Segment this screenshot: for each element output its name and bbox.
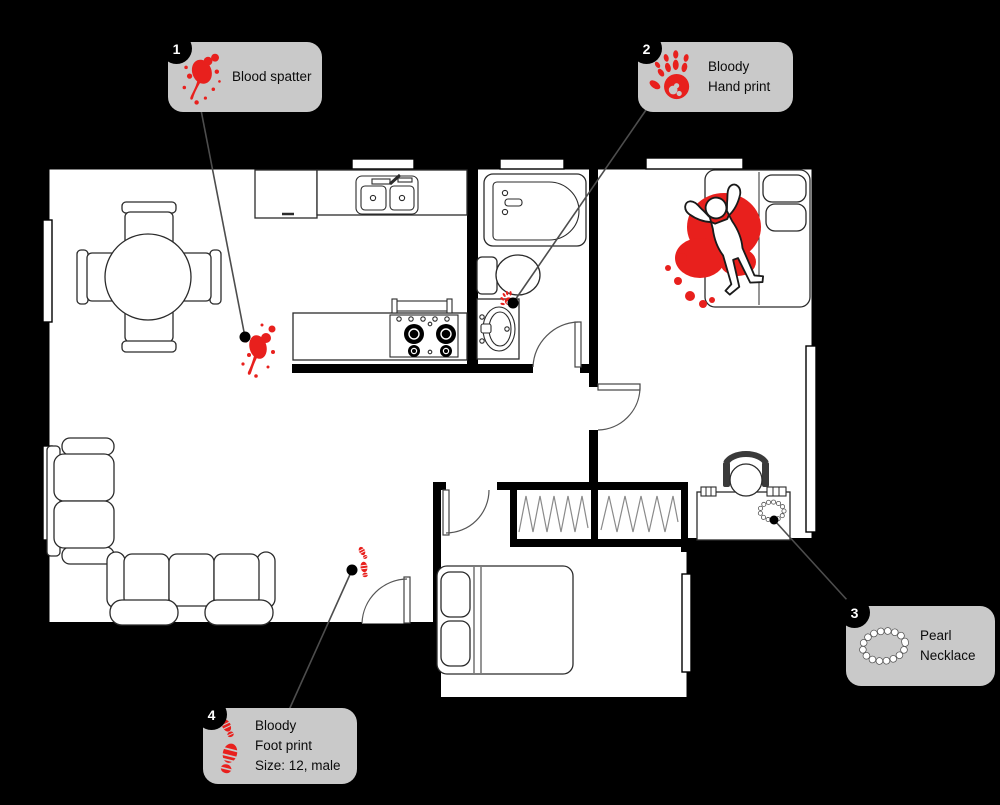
guest-bedroom-door [442,489,490,536]
windows [42,157,817,673]
callout-number-badge: 1 [161,33,192,64]
kitchen-sink [355,173,419,215]
closet [518,495,679,533]
callout-label: Bloody Hand print [708,58,771,94]
leader-line [774,520,859,613]
callout-number-badge: 4 [196,699,227,730]
living-room [46,437,276,626]
marker-dot [239,331,251,343]
master-bedroom [665,169,811,308]
window-bathroom [499,158,565,170]
toilet [476,254,541,296]
callout-bloody-foot-print: 4 Bloo [196,699,357,784]
bathtub [483,173,587,247]
dining-set [76,201,222,353]
loveseat [46,437,115,565]
doors [361,321,641,624]
callout-number-badge: 2 [631,33,662,64]
marker-dot [507,297,519,309]
kitchen [254,169,468,361]
callout-label: Pearl Necklace [920,627,976,663]
window-left-upper [42,219,53,323]
leader-line [200,109,246,338]
master-bedroom-door [597,383,641,431]
callout-bloody-hand-print: 2 Bloody Hand print [631,33,793,112]
window-guestroom [681,573,692,673]
marker-dot [346,564,358,576]
leader-line [288,569,353,711]
dining-chair [121,340,177,353]
callout-blood-spatter: 1 Blood spatter [161,33,322,112]
body-outline [684,183,764,296]
bathroom-sink [476,298,520,360]
dining-table [104,233,192,321]
closet-rod-zigzag [600,495,679,533]
refrigerator [254,169,318,219]
marker-dot [769,515,779,525]
callout-label: Blood spatter [232,68,312,84]
pillow [762,174,807,203]
pillow [765,203,807,232]
blood-spatter-icon [182,53,221,105]
pearl-necklace-icon [858,627,910,665]
callout-label: Bloody Foot print Size: 12, male [255,717,341,774]
callout-number-badge: 3 [839,597,870,628]
leader-lines [200,109,859,711]
window-bedroom-top [645,157,744,170]
office-chair [723,450,769,497]
pillow [440,571,471,618]
bloody-footprints-mark [358,546,369,578]
stove [389,298,459,358]
bathroom-door [532,321,582,368]
bed-guest [436,565,574,675]
callout-pearl-necklace: 3 Pearl Necklace [839,597,995,686]
leader-line [512,109,647,304]
sofa [106,551,276,626]
living-room-door [361,576,411,624]
pillow [440,620,471,667]
bloody-hand-print-icon [649,50,690,100]
window-kitchen [351,158,415,170]
blood-spatter-mark [241,323,276,378]
window-right [805,345,817,533]
bloody-foot-print-icon [220,719,238,774]
guest-bedroom [436,565,574,675]
closet-rod-zigzag [518,495,589,533]
bathroom [476,173,587,360]
